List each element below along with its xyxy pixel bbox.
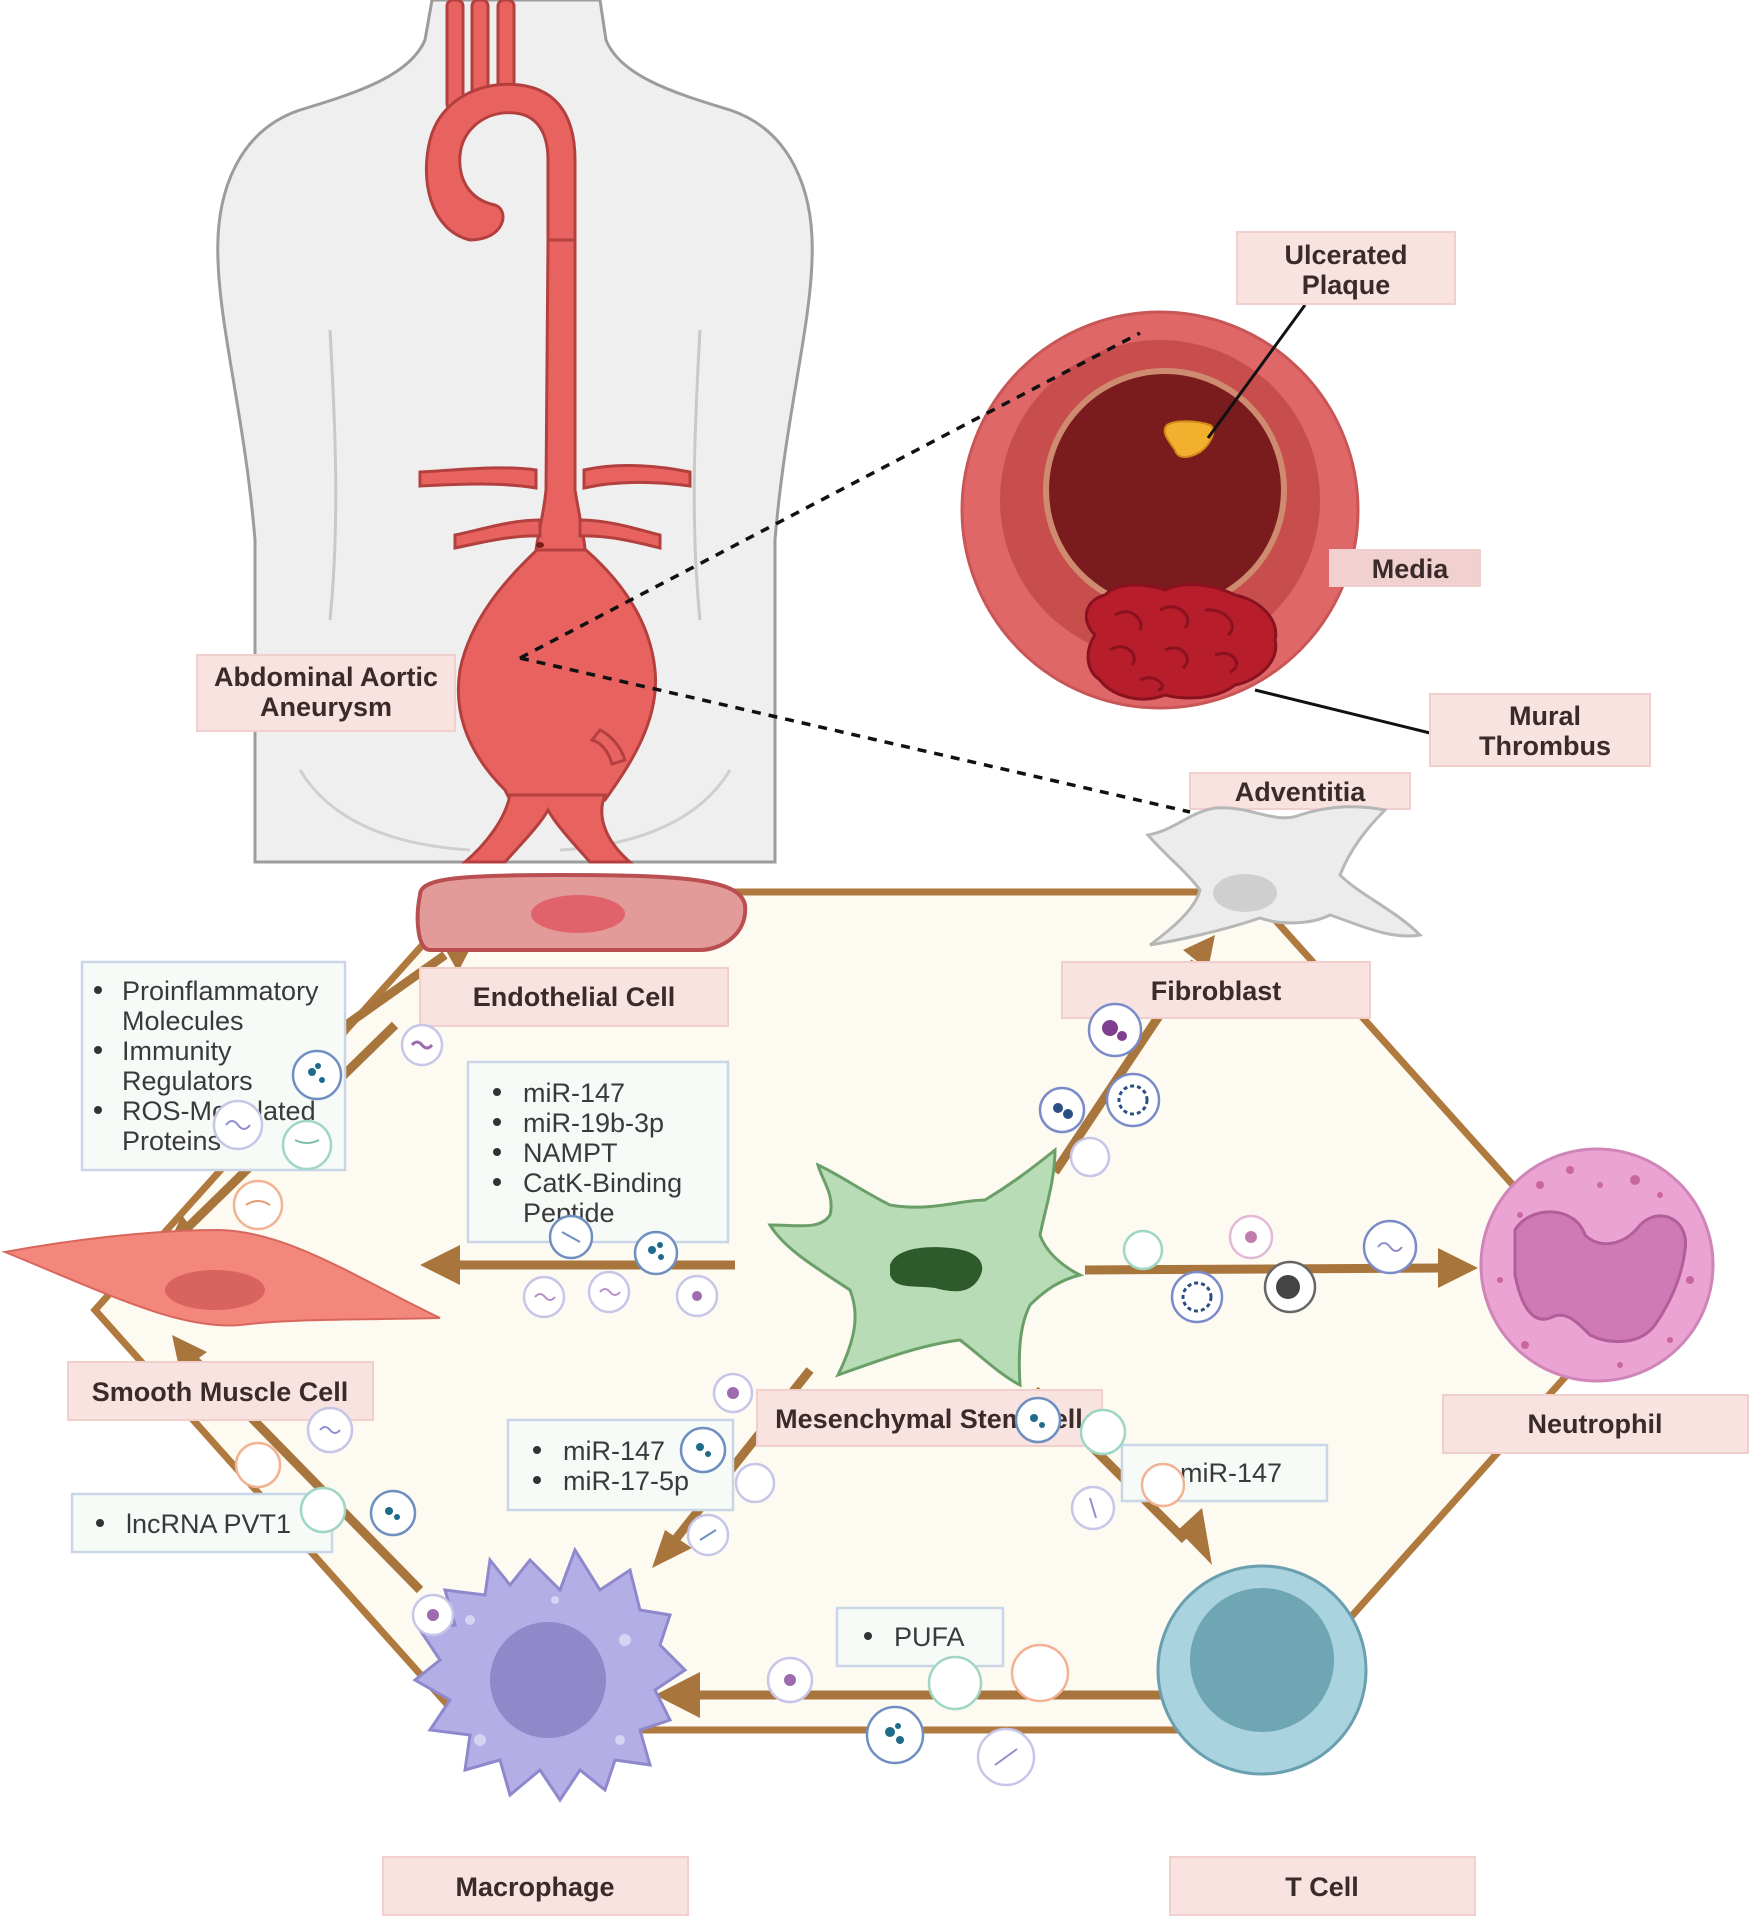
svg-text:Plaque: Plaque xyxy=(1302,270,1391,300)
vesicle xyxy=(281,1119,333,1171)
human-torso-illustration xyxy=(216,0,814,864)
vesicle xyxy=(1228,1214,1274,1260)
svg-text:CatK-Binding: CatK-Binding xyxy=(523,1168,682,1198)
vesicle xyxy=(1038,1086,1086,1134)
svg-text:Mural: Mural xyxy=(1509,701,1581,731)
vesicle xyxy=(1087,1002,1143,1058)
svg-text:miR-19b-3p: miR-19b-3p xyxy=(523,1108,664,1138)
vesicle xyxy=(232,1179,284,1231)
vesicle xyxy=(1014,1396,1062,1444)
svg-text:Thrombus: Thrombus xyxy=(1479,731,1611,761)
t-cell-label: T Cell xyxy=(1169,1856,1476,1916)
svg-text:PUFA: PUFA xyxy=(894,1622,965,1652)
cargo-box-macrophage-to-smc: lncRNA PVT1 xyxy=(70,1492,334,1554)
vesicle xyxy=(1122,1229,1164,1271)
vesicle xyxy=(1105,1072,1161,1128)
svg-text:Ulcerated: Ulcerated xyxy=(1284,240,1407,270)
cargo-box-tcell-to-macrophage: PUFA xyxy=(835,1606,1005,1668)
macrophage-label: Macrophage xyxy=(382,1856,689,1916)
vesicle xyxy=(1263,1260,1317,1314)
mural-thrombus-label: Mural Thrombus xyxy=(1429,693,1651,767)
neutrophil-label: Neutrophil xyxy=(1442,1394,1749,1454)
svg-text:miR-147: miR-147 xyxy=(563,1436,665,1466)
svg-text:lncRNA PVT1: lncRNA PVT1 xyxy=(126,1509,291,1539)
vesicle xyxy=(291,1049,343,1101)
vesicle xyxy=(712,1372,754,1414)
vesicle xyxy=(587,1270,631,1314)
aaa-label: Abdominal Aortic Aneurysm xyxy=(196,654,456,732)
vesicle xyxy=(1140,1462,1186,1508)
vesicle xyxy=(522,1275,566,1319)
vesicle xyxy=(212,1099,264,1151)
svg-text:Molecules: Molecules xyxy=(122,1006,244,1036)
vesicle xyxy=(1070,1485,1116,1531)
ulcerated-plaque-shape xyxy=(1163,420,1215,458)
svg-text:NAMPT: NAMPT xyxy=(523,1138,618,1168)
svg-text:Adventitia: Adventitia xyxy=(1235,777,1367,807)
vesicle xyxy=(1362,1219,1418,1275)
vesicle xyxy=(679,1426,727,1474)
svg-text:miR-17-5p: miR-17-5p xyxy=(563,1466,689,1496)
vesicle xyxy=(411,1593,455,1637)
svg-text:Neutrophil: Neutrophil xyxy=(1528,1409,1663,1439)
adventitia-label: Adventitia xyxy=(1189,772,1411,810)
svg-text:Media: Media xyxy=(1372,554,1450,584)
vesicle xyxy=(927,1655,983,1711)
endothelial-cell-label: Endothelial Cell xyxy=(419,967,729,1027)
vesicle xyxy=(1069,1136,1111,1178)
mural-thrombus-shape xyxy=(1084,583,1278,701)
vesicle xyxy=(976,1727,1036,1787)
endothelial-cell xyxy=(415,872,748,952)
vesicle xyxy=(686,1513,730,1557)
mesenchymal-stem-cell xyxy=(767,1146,1085,1388)
svg-text:Macrophage: Macrophage xyxy=(455,1872,614,1902)
vesicle xyxy=(865,1705,925,1765)
vesicle xyxy=(369,1489,417,1537)
svg-text:Fibroblast: Fibroblast xyxy=(1151,976,1282,1006)
svg-text:miR-147: miR-147 xyxy=(523,1078,625,1108)
svg-text:Abdominal Aortic: Abdominal Aortic xyxy=(214,662,438,692)
svg-text:Proteins: Proteins xyxy=(122,1126,221,1156)
ulcerated-plaque-label: Ulcerated Plaque xyxy=(1236,231,1456,305)
vesicle xyxy=(1010,1643,1070,1703)
extracellular-vesicles xyxy=(212,1002,1418,1787)
media-label: Media xyxy=(1329,549,1481,587)
vesicle xyxy=(234,1441,282,1489)
cargo-box-msc-to-smc: miR-147 miR-19b-3p NAMPT CatK-Binding Pe… xyxy=(466,1060,730,1244)
t-cell xyxy=(1156,1564,1368,1776)
aorta-illustration xyxy=(418,0,692,864)
svg-text:T Cell: T Cell xyxy=(1285,1872,1359,1902)
vesicle xyxy=(400,1023,444,1067)
arrow-msc-to-smc xyxy=(420,1245,735,1285)
vesicle xyxy=(734,1462,776,1504)
svg-text:Endothelial Cell: Endothelial Cell xyxy=(473,982,676,1012)
svg-text:Smooth Muscle Cell: Smooth Muscle Cell xyxy=(92,1377,349,1407)
vesicle xyxy=(633,1230,679,1276)
vesicle xyxy=(306,1406,354,1454)
vesicle xyxy=(299,1486,347,1534)
svg-text:Aneurysm: Aneurysm xyxy=(260,692,392,722)
vesicle xyxy=(548,1214,594,1260)
vesicle xyxy=(675,1274,719,1318)
fibroblast-cell xyxy=(1145,805,1424,947)
vessel-cross-section xyxy=(960,310,1360,710)
svg-text:Proinflammatory: Proinflammatory xyxy=(122,976,319,1006)
neutrophil-cell xyxy=(1479,1147,1715,1383)
smooth-muscle-cell xyxy=(1,1228,441,1327)
svg-text:Regulators: Regulators xyxy=(122,1066,253,1096)
vesicle xyxy=(1170,1270,1224,1324)
vesicle xyxy=(766,1656,814,1704)
vesicle xyxy=(1079,1408,1127,1456)
svg-text:Immunity: Immunity xyxy=(122,1036,232,1066)
svg-text:miR-147: miR-147 xyxy=(1180,1458,1282,1488)
